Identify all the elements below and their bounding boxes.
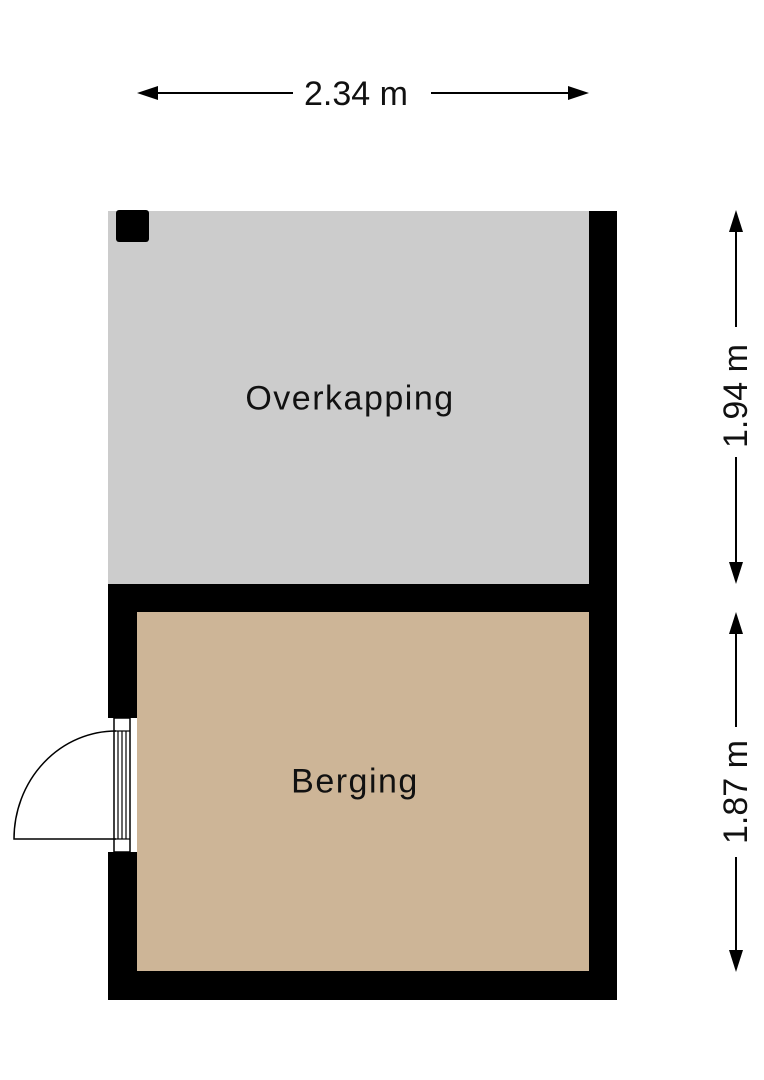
column-post	[116, 210, 149, 242]
dimension-height-berging-label: 1.87 m	[717, 740, 755, 844]
room-overkapping	[108, 211, 589, 584]
room-label-berging: Berging	[291, 762, 419, 801]
dimension-width-arrow	[137, 86, 589, 100]
wall-middle	[108, 584, 617, 612]
room-label-overkapping: Overkapping	[245, 379, 455, 418]
wall-left-lower	[108, 852, 137, 1000]
dimension-height-berging-arrow	[729, 612, 743, 972]
wall-bottom	[108, 971, 617, 1000]
dimension-height-overkapping-label: 1.94 m	[717, 344, 755, 448]
dimension-height-overkapping-arrow	[729, 210, 743, 584]
wall-left-upper	[108, 584, 137, 718]
room-berging	[137, 612, 589, 971]
dimension-width-label: 2.34 m	[304, 75, 408, 113]
